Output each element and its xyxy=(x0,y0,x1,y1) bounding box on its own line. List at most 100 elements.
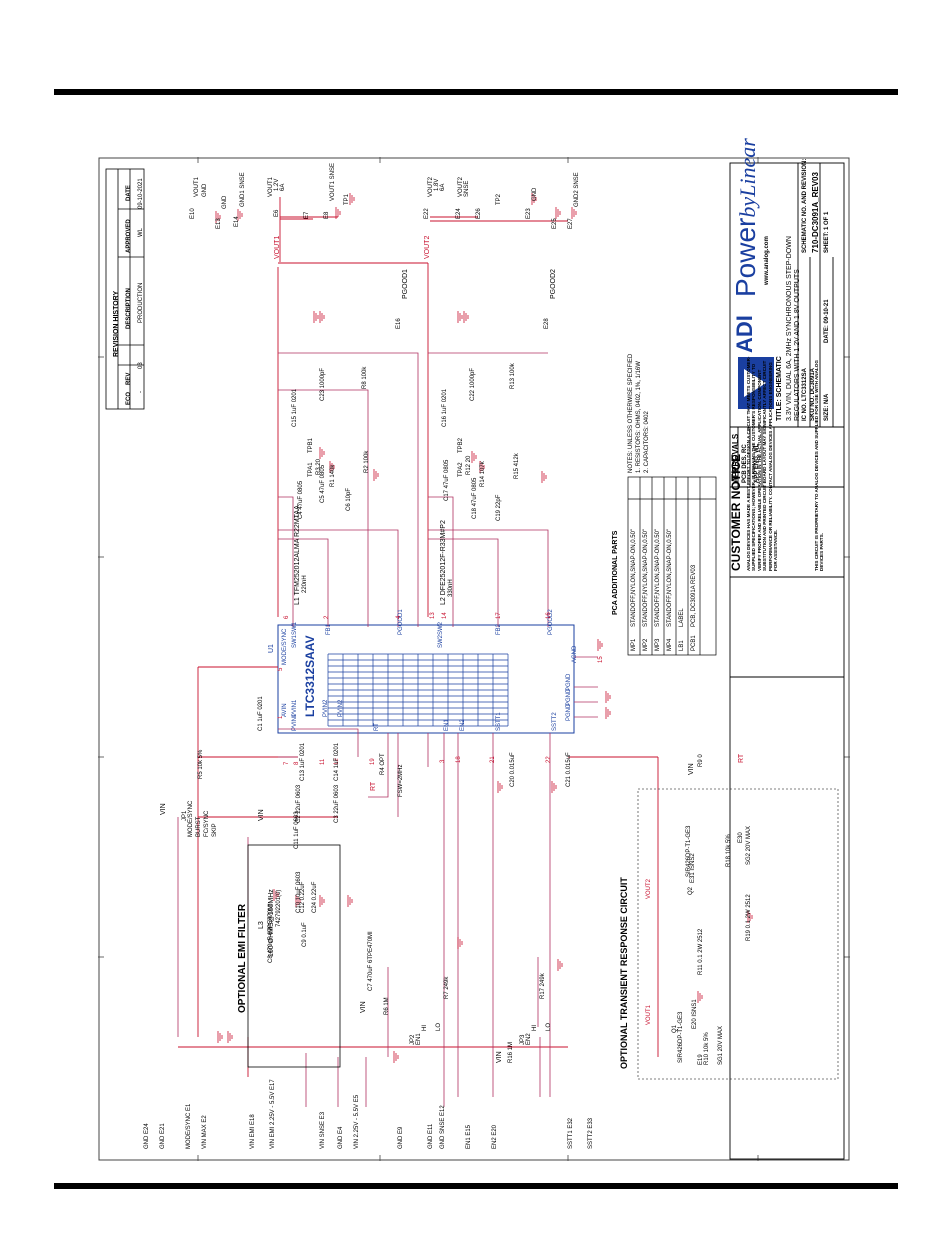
component-c20: C20 0.015uF xyxy=(510,752,516,787)
connector-e24: GND E24 xyxy=(144,1123,150,1149)
component-ref: C9 xyxy=(302,939,308,947)
component-value: 47uF 0805 xyxy=(444,459,450,490)
component-value: 107k xyxy=(480,461,486,476)
ic-pin-fb2: FB2 xyxy=(496,623,502,635)
component-ref: R12 xyxy=(466,463,472,475)
component-value: 0.015uF xyxy=(566,752,572,776)
parts-ref: PCB1 xyxy=(691,635,697,651)
parts-ref: MP3 xyxy=(655,638,661,651)
pin-num: 18 xyxy=(456,756,462,763)
ic-part-number: LTC3312SAAV xyxy=(303,635,317,717)
component-ref: C20 xyxy=(510,775,516,787)
parts-heading: PCA ADDITIONAL PARTS xyxy=(612,530,619,615)
l1-ref: L1 xyxy=(294,597,301,605)
vin-label-3: VIN xyxy=(160,803,167,815)
component-c17: C17 47uF 0805 xyxy=(444,460,450,501)
pgood1-label: PGOOD1 xyxy=(402,269,409,299)
component-ref: TPA2 xyxy=(458,462,464,477)
component-value: 1M xyxy=(384,997,390,1008)
component-r12: R12 20 xyxy=(466,456,472,475)
ic-pin-sstt2: SSTT2 xyxy=(552,712,558,731)
jp3-hi: HI xyxy=(532,1025,538,1031)
connector-ref: E33 xyxy=(588,1117,594,1129)
pin-num: 1 xyxy=(278,715,284,719)
ic-thermal-pad xyxy=(327,653,509,727)
pin-num: 7 xyxy=(284,761,290,765)
brand-adi: ADI xyxy=(732,315,757,353)
ic-ref: U1 xyxy=(268,644,275,653)
component-tpa1: TPA1 xyxy=(308,462,314,477)
tp1: TP1 xyxy=(344,193,350,205)
component-c5: C5 47uF 0805 xyxy=(320,465,326,503)
e13-gnd: GND xyxy=(222,195,228,209)
component-value: 249k xyxy=(444,976,450,992)
emi-filter-box xyxy=(247,844,341,1068)
jp3-en2: EN2 xyxy=(526,1033,532,1045)
brand-wordmark: PowerbyLinear xyxy=(730,138,761,297)
revision-box xyxy=(105,168,145,410)
connector-ref: E2 xyxy=(202,1115,208,1123)
parts-desc: STANDOFF,NYLON,SNAP-ON,0.50" xyxy=(631,528,637,627)
notes-line-3: 2. CAPACITORS: 0402 xyxy=(644,411,650,473)
e28: E28 xyxy=(544,318,550,329)
component-ref: R2 xyxy=(364,465,370,473)
connector-label: EN1 xyxy=(466,1137,472,1149)
connector-e5: VIN 2.25V - 5.5V E5 xyxy=(354,1095,360,1149)
component-r2: R2 100k xyxy=(364,451,370,473)
tr-q1-part: SIR426DP-T1-GE3 xyxy=(678,1011,684,1063)
component-r1: R1 140k xyxy=(330,465,336,487)
date: DATE: 09-10-21 xyxy=(824,299,830,343)
ic-pin-mode: MODE/SYNC xyxy=(282,628,288,665)
e6: E6 xyxy=(274,209,280,217)
vout1-current: 6A xyxy=(280,183,286,191)
ic-pin-sw2a: SW2 xyxy=(438,621,444,635)
size: SIZE: N/A xyxy=(824,393,830,421)
connector-e20: EN2 E20 xyxy=(492,1125,498,1149)
component-tpb1: TPB1 xyxy=(308,438,314,453)
connector-ref: E20 xyxy=(492,1124,498,1136)
component-value: 1uF 0201 xyxy=(258,696,264,724)
component-c23: C23 1000pF xyxy=(320,368,326,401)
rt-label-2: RT xyxy=(738,753,745,763)
component-value: 1uF 0201 xyxy=(292,388,298,416)
app-eng-label: APP ENG. xyxy=(754,454,760,483)
component-value: 10pF xyxy=(346,487,352,504)
pin-num: 3 xyxy=(440,759,446,763)
ic-pin-agnd: AGND xyxy=(572,645,578,663)
ic-pin-en2: EN2 xyxy=(460,719,466,731)
parts-ref: MP2 xyxy=(643,638,649,651)
component-value: 470uF 6TPE470MI xyxy=(368,931,374,984)
component-value: 1uF 0201 xyxy=(334,742,340,770)
connector-e33: SSTT2 E33 xyxy=(588,1118,594,1149)
tr-vout1: VOUT1 xyxy=(646,1004,652,1025)
rev-rev: 03 xyxy=(138,362,144,369)
component-c16: C16 1uF 0201 xyxy=(442,389,448,427)
e10-vout1: VOUT1 xyxy=(194,176,200,197)
l3-part: 742792201(0) xyxy=(276,889,282,927)
connector-label: SSTT2 xyxy=(588,1130,594,1149)
rev-col-date: DATE xyxy=(126,185,132,201)
component-value: 10uF 0603 xyxy=(296,871,302,902)
component-ref: C16 xyxy=(442,415,448,427)
ic-pin-fb1: FB1 xyxy=(326,623,332,635)
component-value: 1uF 0201 xyxy=(300,742,306,770)
revision-heading: REVISION HISTORY xyxy=(113,290,120,357)
brand-linear: Linear xyxy=(735,138,760,197)
component-ref: C14 xyxy=(334,769,340,781)
vin-label-5: VIN xyxy=(496,1051,503,1063)
gnd1-snse: GND1 SNSE xyxy=(240,172,246,207)
pin-num: 2 xyxy=(324,615,330,619)
connector-ref: E11 xyxy=(428,1123,434,1134)
vout2-wiring xyxy=(427,216,568,617)
component-tpb2: TPB2 xyxy=(458,438,464,453)
e16: E16 xyxy=(396,318,402,329)
jp2-lo: LO xyxy=(436,1022,442,1031)
component-c13: C13 1uF 0201 xyxy=(300,743,306,781)
vin-label-2: VIN xyxy=(688,763,695,775)
component-ref: C10 xyxy=(296,901,302,913)
l2-part: DFE252012F-R33M#P2 xyxy=(440,520,447,596)
vout1-net: VOUT1 xyxy=(274,235,281,259)
brand-by: by xyxy=(735,196,760,218)
mode-opt-3: FC/SYNC xyxy=(204,810,210,837)
component-c1: C1 1uF 0201 xyxy=(258,696,264,731)
